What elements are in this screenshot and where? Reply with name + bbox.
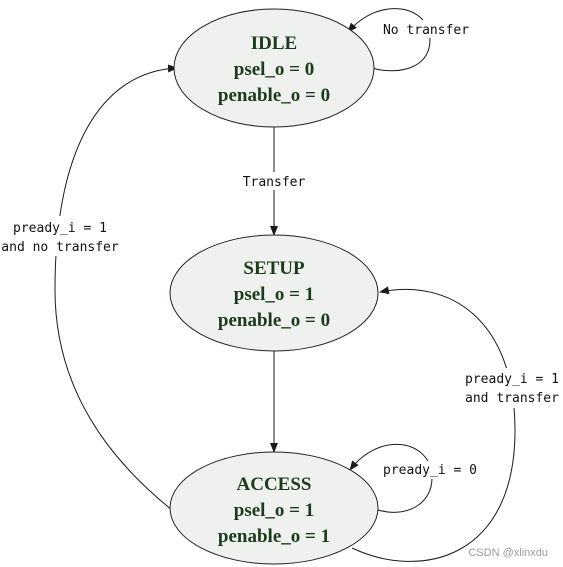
state-idle: IDLE psel_o = 0 penable_o = 0: [173, 8, 375, 128]
state-setup-line2: penable_o = 0: [218, 310, 330, 331]
edge-idle-to-setup-label-bg: [240, 172, 308, 190]
state-setup-line1: psel_o = 1: [234, 284, 315, 305]
state-access-line1: psel_o = 1: [234, 500, 315, 521]
edge-access-to-idle: [54, 64, 178, 511]
edge-access-to-setup-label-line2: and transfer: [465, 391, 559, 406]
edge-access-self-label-bg: [380, 461, 480, 479]
edge-idle-self-label-bg: [380, 20, 472, 38]
edge-access-to-setup-label-line1: pready_i = 1: [465, 372, 559, 387]
edge-access-to-setup: [351, 286, 516, 562]
state-access-ellipse: [169, 451, 379, 565]
edge-access-to-setup-label-bg: [462, 368, 562, 408]
edge-idle-self-label: No transfer: [383, 23, 469, 38]
state-idle-name: IDLE: [251, 33, 297, 54]
edge-idle-to-setup-label: Transfer: [243, 175, 306, 190]
state-setup-name: SETUP: [243, 258, 305, 279]
state-setup-ellipse: [169, 234, 379, 352]
state-idle-line1: psel_o = 0: [234, 59, 315, 80]
state-idle-ellipse: [173, 8, 375, 128]
state-access-name: ACCESS: [237, 474, 312, 495]
edge-idle-self: [347, 8, 431, 72]
state-access-line2: penable_o = 1: [218, 526, 330, 547]
edge-access-self-label: pready_i = 0: [383, 463, 477, 478]
watermark-text: CSDN @xlinxdu: [468, 547, 548, 559]
edge-access-to-idle-label-bg: [0, 216, 122, 256]
edge-access-to-idle-label-line1: pready_i = 1: [13, 221, 107, 236]
state-idle-line2: penable_o = 0: [218, 85, 330, 106]
edge-access-to-idle-label-line2: and no transfer: [1, 240, 119, 255]
state-setup: SETUP psel_o = 1 penable_o = 0: [169, 234, 379, 352]
state-access: ACCESS psel_o = 1 penable_o = 1: [169, 451, 379, 565]
